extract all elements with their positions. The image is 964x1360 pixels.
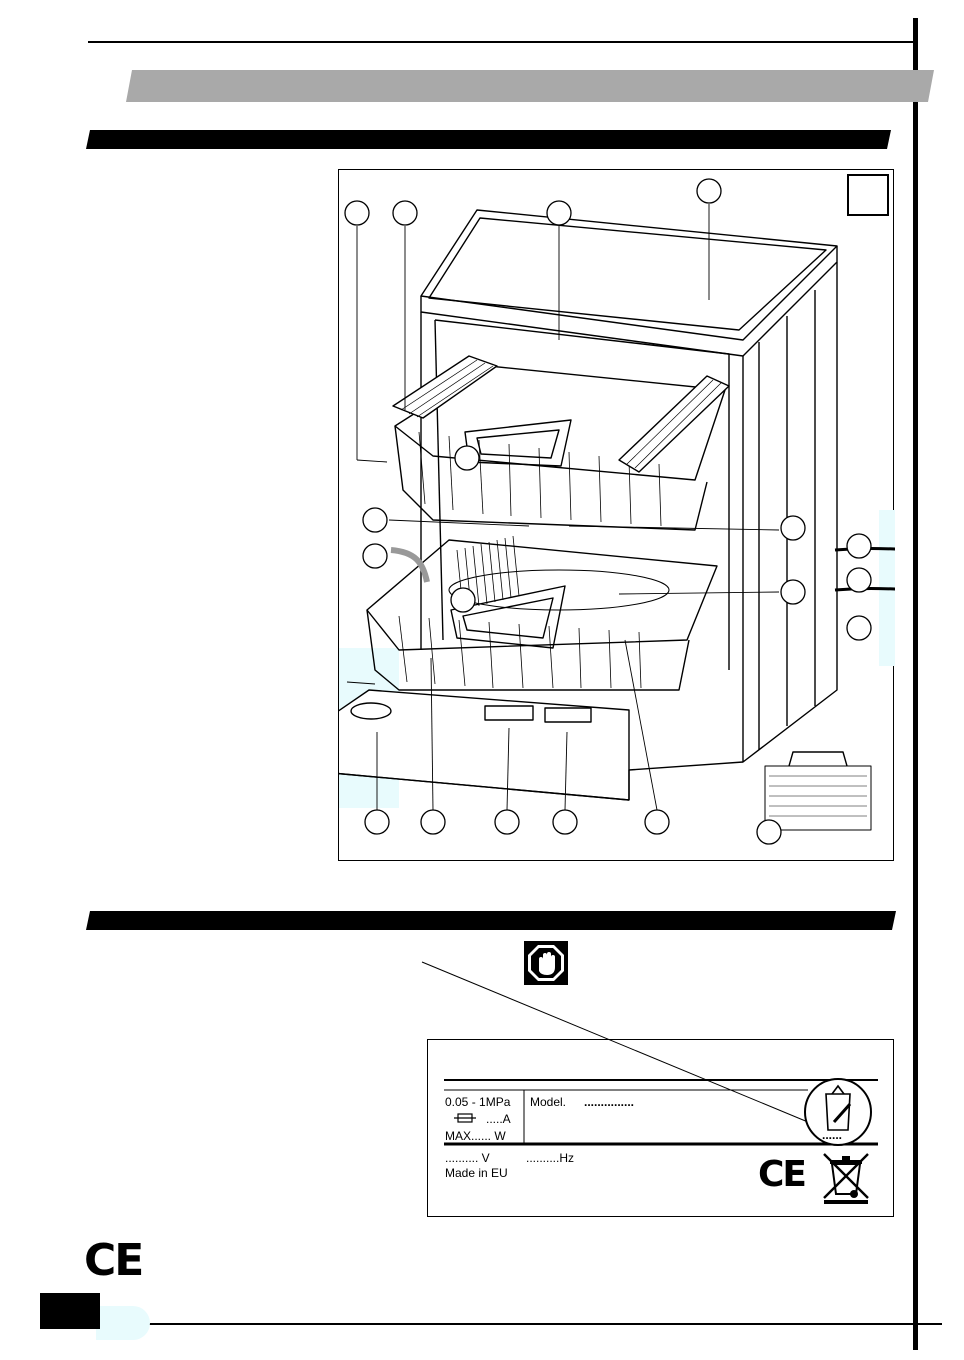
- fuse-amps-text: .....A: [486, 1112, 511, 1126]
- max-watts-text: MAX...... W: [445, 1129, 506, 1143]
- origin-text: Made in EU: [445, 1166, 508, 1180]
- hz-text: ..........Hz: [526, 1151, 575, 1165]
- rating-plate-lines: [444, 1079, 878, 1146]
- section-bar-appliance: [86, 130, 891, 149]
- top-rule: [88, 41, 916, 43]
- plate-ce-mark: CE: [758, 1154, 807, 1195]
- symbol-dots: ......: [822, 1128, 843, 1142]
- product-symbol-icon: [804, 1078, 872, 1146]
- right-margin-rule: [913, 18, 918, 1350]
- figure-letter-box: [847, 174, 889, 216]
- page-number-bubble: [96, 1306, 150, 1340]
- fuse-icon: [454, 1113, 476, 1123]
- model-label: Model.: [530, 1095, 567, 1109]
- dishwasher-drawing: [339, 178, 895, 845]
- stop-hand-icon: [524, 941, 568, 985]
- bottom-rule: [40, 1323, 942, 1325]
- volts-text: .......... V: [445, 1151, 490, 1165]
- chapter-title-bar: [126, 70, 934, 102]
- footer-ce-mark: CE: [84, 1235, 144, 1286]
- rating-plate: 0.05 - 1MPa .....A MAX...... W Model. ..…: [427, 1039, 894, 1217]
- section-bar-rating-plate: [86, 911, 896, 930]
- page-tab: [40, 1293, 100, 1329]
- model-value: ...............: [584, 1095, 635, 1109]
- wheelie-bin-crossed-icon: [823, 1153, 869, 1204]
- pressure-text: 0.05 - 1MPa: [445, 1095, 511, 1109]
- appliance-figure: [338, 169, 895, 861]
